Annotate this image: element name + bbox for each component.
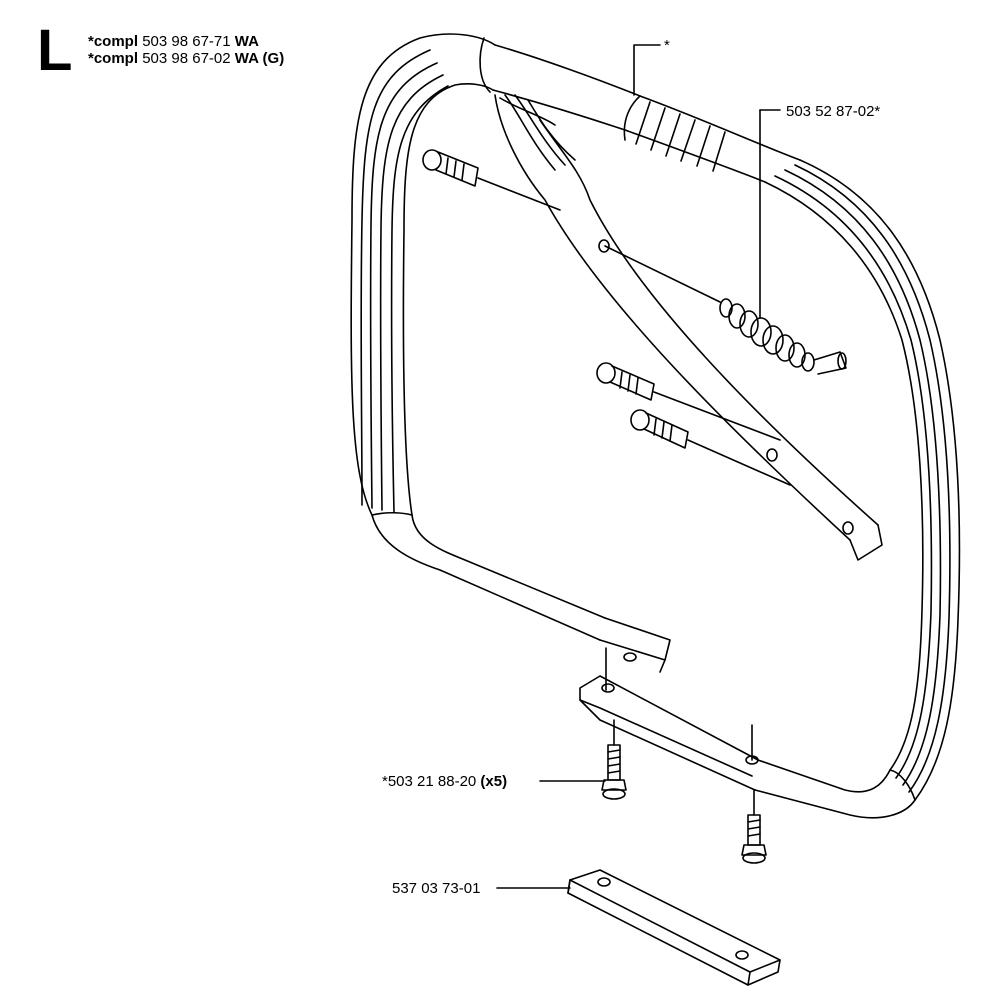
brace-screw-upper (422, 149, 561, 211)
antivibration-spring (604, 109, 847, 375)
bottom-screw-left (601, 719, 627, 800)
assembly-part-number: 503 98 67-71 (142, 33, 231, 50)
assembly-line-1: *compl 503 98 67-71 WA (88, 34, 259, 49)
assembly-part-number: 503 98 67-02 (142, 50, 231, 67)
callout-plate: 537 03 73-01 (392, 880, 481, 897)
assembly-prefix: *compl (88, 50, 139, 67)
assembly-line-2: *compl 503 98 67-02 WA (G) (88, 51, 284, 66)
callout-screw: *503 21 88-20 (x5) (382, 774, 507, 789)
assembly-suffix: WA (G) (234, 50, 285, 67)
diagonal-brace (494, 94, 883, 561)
bottom-screw-right (741, 789, 767, 864)
brace-screw-lower (630, 409, 791, 486)
screw-quantity: (x5) (480, 773, 508, 790)
callout-handle-grip: * (664, 37, 670, 54)
assembly-suffix: WA (234, 33, 259, 50)
screw-part-number: *503 21 88-20 (382, 773, 477, 790)
section-letter: L (37, 18, 73, 83)
mounting-plate (567, 869, 781, 986)
front-handle-frame (350, 33, 961, 819)
callout-antivibration-spring: 503 52 87-02* (786, 103, 881, 120)
leader-lines (496, 44, 781, 889)
brace-screw-middle (596, 362, 781, 441)
assembly-prefix: *compl (88, 33, 139, 50)
